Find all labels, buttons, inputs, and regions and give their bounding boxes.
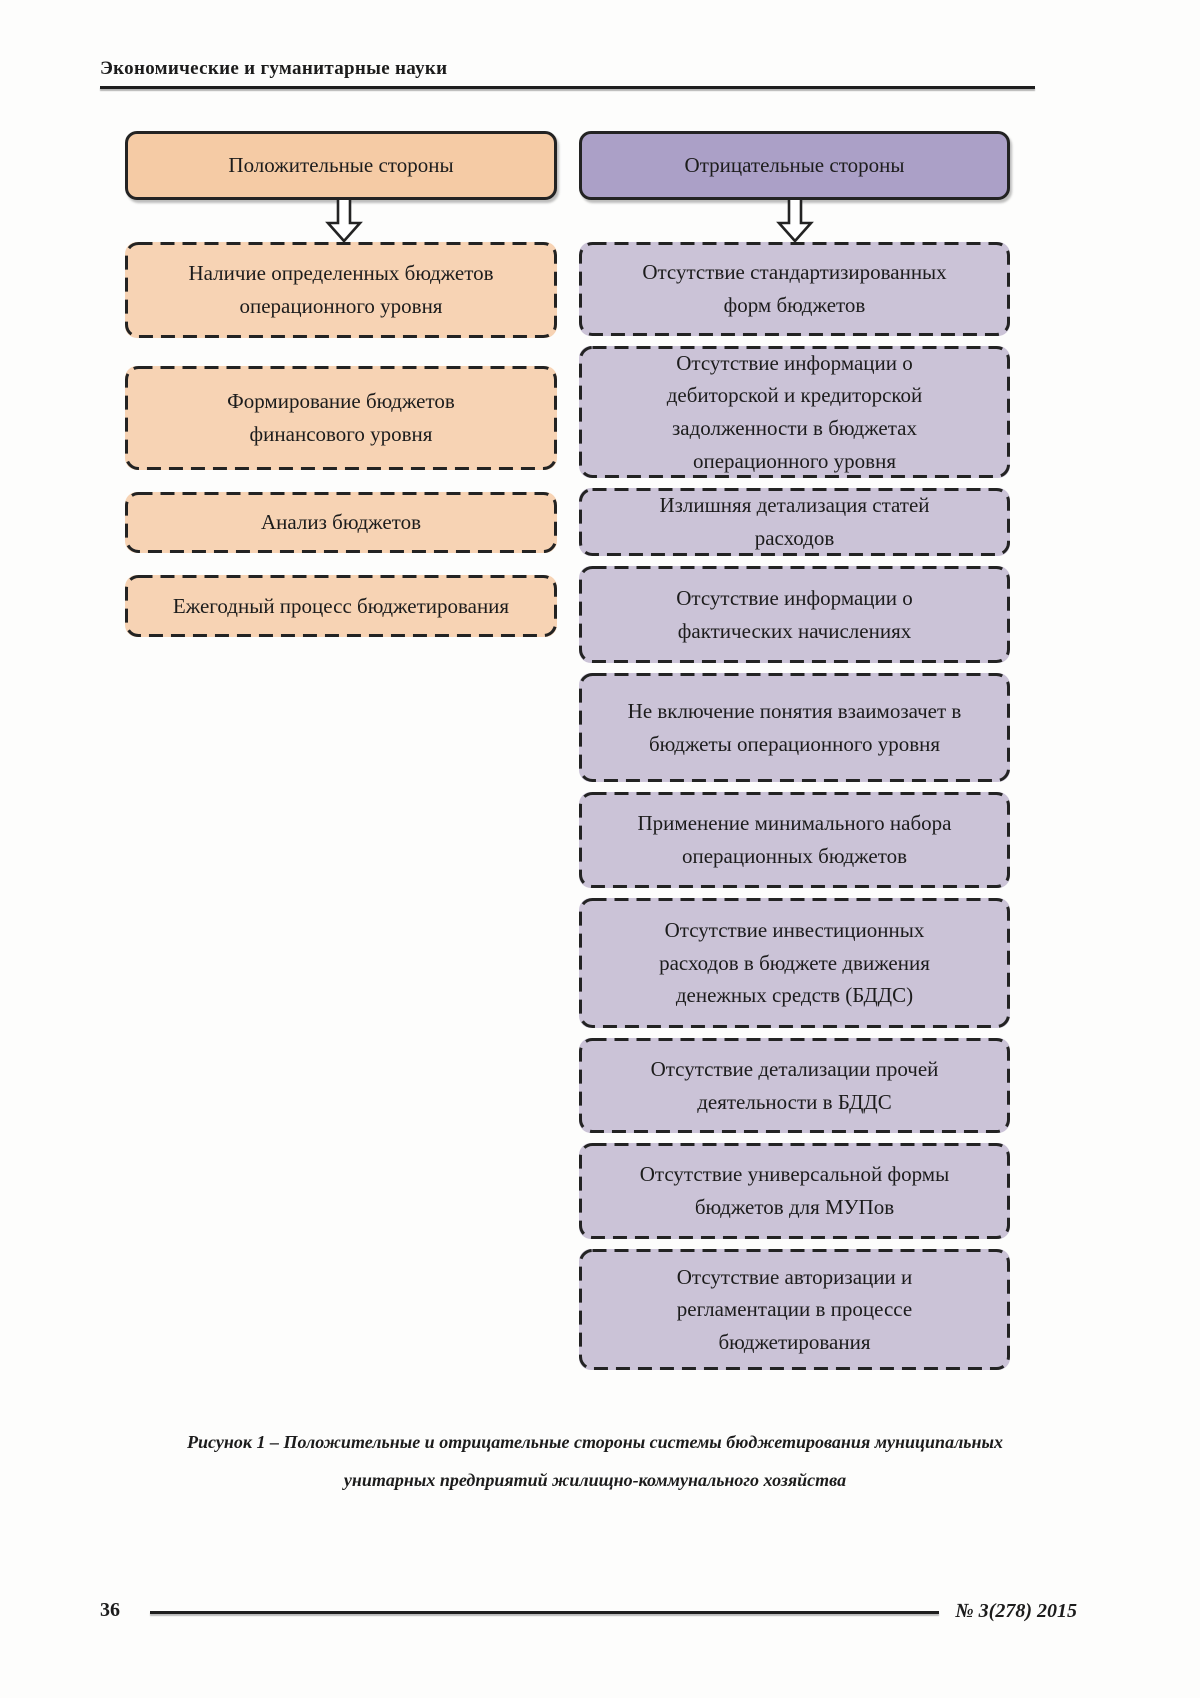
positive-column: Наличие определенных бюджетов операционн…	[125, 242, 557, 637]
running-head-title: Экономические и гуманитарные науки	[100, 58, 448, 79]
negative-box: Отсутствие информации о дебиторской и кр…	[579, 346, 1010, 478]
positive-box: Ежегодный процесс бюджетирования	[125, 575, 557, 637]
footer-rule	[150, 1611, 940, 1614]
down-arrow-icon	[325, 200, 363, 243]
down-arrow-icon	[776, 200, 814, 243]
negative-box: Не включение понятия взаимозачет в бюдже…	[579, 673, 1010, 782]
running-head-rule	[100, 86, 1035, 89]
page-footer: 36 № 3(278) 2015	[100, 1598, 1077, 1623]
negative-box: Отсутствие детализации прочей деятельнос…	[579, 1038, 1010, 1133]
figure-caption: Рисунок 1 – Положительные и отрицательны…	[186, 1432, 1004, 1490]
positive-box: Наличие определенных бюджетов операционн…	[125, 242, 557, 338]
negative-column-header: Отрицательные стороны	[579, 131, 1010, 200]
negative-box: Применение минимального набора операцион…	[579, 792, 1010, 888]
issue-label: № 3(278) 2015	[955, 1600, 1077, 1622]
page-number: 36	[100, 1599, 120, 1621]
negative-box: Отсутствие авторизации и регламентации в…	[579, 1249, 1010, 1370]
negative-box: Отсутствие универсальной формы бюджетов …	[579, 1143, 1010, 1239]
negative-box: Отсутствие стандартизированных форм бюдж…	[579, 242, 1010, 336]
positive-box: Анализ бюджетов	[125, 492, 557, 553]
negative-box: Отсутствие инвестиционных расходов в бюд…	[579, 898, 1010, 1028]
positive-column-header: Положительные стороны	[125, 131, 557, 200]
negative-column: Отсутствие стандартизированных форм бюдж…	[579, 242, 1010, 1380]
negative-box: Отсутствие информации о фактических начи…	[579, 566, 1010, 663]
positive-box: Формирование бюджетов финансового уровня	[125, 366, 557, 470]
negative-box: Излишняя детализация статей расходов	[579, 488, 1010, 556]
